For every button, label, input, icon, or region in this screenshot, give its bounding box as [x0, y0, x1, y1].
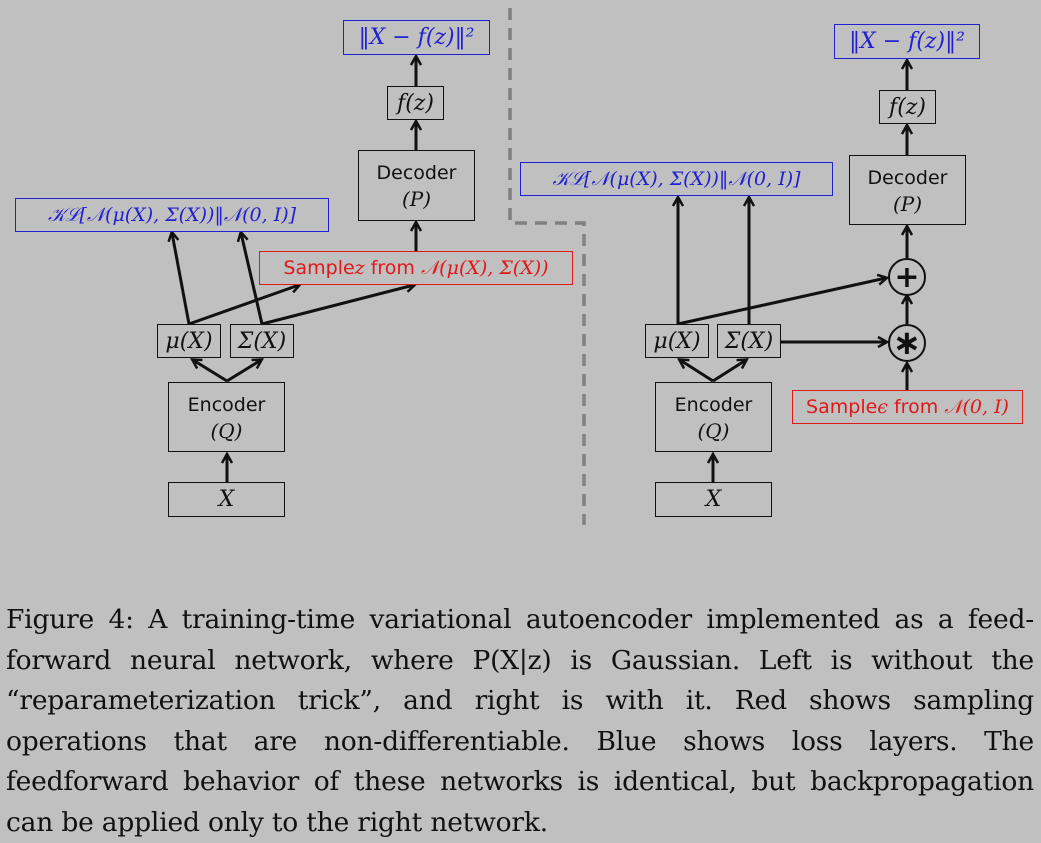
right-sigma-node: Σ(X)	[717, 324, 781, 358]
left-sample-var: z	[354, 257, 365, 279]
left-fz-node: f(z)	[387, 86, 444, 120]
right-sample-dist: 𝒩(0, I)	[944, 396, 1009, 418]
left-arrow-mu-kl	[172, 233, 191, 325]
left-decoder-param: (P)	[401, 187, 432, 211]
left-arrow-sigma-sample	[261, 285, 414, 326]
right-mu-node: μ(X)	[645, 324, 709, 358]
right-sample-var: ϵ	[877, 396, 888, 418]
left-encoder-box: Encoder (Q)	[168, 382, 285, 452]
right-decoder-title: Decoder	[867, 166, 948, 189]
left-arrow-sigma-kl	[241, 233, 264, 325]
left-sigma-node: Σ(X)	[230, 324, 294, 358]
right-decoder-param: (P)	[892, 191, 923, 216]
vae-diagram: ‖X − f(z)‖² f(z) Decoder (P) 𝒦ℒ[𝒩(μ(X), …	[0, 8, 1041, 525]
right-reconstruction-loss: ‖X − f(z)‖²	[834, 24, 980, 59]
left-sample-dist: 𝒩(μ(X), Σ(X))	[420, 257, 549, 279]
left-sample-prefix: Sample	[283, 256, 355, 279]
right-input-x: X	[655, 482, 772, 517]
right-arrow-mu-plus	[677, 278, 886, 326]
diagram-connectors	[0, 8, 1041, 525]
right-encoder-param: (Q)	[697, 418, 730, 443]
left-decoder-title: Decoder	[376, 162, 457, 184]
right-decoder-box: Decoder (P)	[849, 155, 966, 225]
left-arrow-encoder-sigma	[226, 360, 261, 383]
figure-caption: Figure 4: A training-time variational au…	[6, 604, 1034, 838]
right-fz-node: f(z)	[879, 90, 936, 124]
right-encoder-box: Encoder (Q)	[655, 382, 772, 452]
multiply-operator: ∗	[888, 323, 926, 363]
left-sample-mid: from	[364, 256, 421, 279]
left-mu-node: μ(X)	[157, 324, 221, 358]
plus-operator: +	[888, 258, 926, 296]
right-sample-epsilon: Sample ϵ from 𝒩(0, I)	[792, 390, 1023, 424]
left-arrow-mu-sample	[188, 285, 299, 326]
left-arrow-encoder-mu	[193, 360, 228, 383]
right-arrow-encoder-mu	[680, 360, 714, 383]
right-sample-mid: from	[887, 395, 945, 418]
left-sample-z: Sample z from 𝒩(μ(X), Σ(X))	[259, 251, 573, 285]
panel-divider	[508, 8, 586, 525]
left-decoder-box: Decoder (P)	[358, 150, 475, 221]
left-input-x: X	[168, 482, 285, 517]
left-kl-loss: 𝒦ℒ[𝒩(μ(X), Σ(X))‖𝒩(0, I)]	[15, 198, 329, 232]
left-encoder-param: (Q)	[210, 418, 243, 443]
right-kl-loss: 𝒦ℒ[𝒩(μ(X), Σ(X))‖𝒩(0, I)]	[520, 162, 833, 196]
right-arrow-encoder-sigma	[712, 360, 746, 383]
right-encoder-title: Encoder	[674, 393, 753, 416]
left-encoder-title: Encoder	[187, 393, 266, 416]
left-reconstruction-loss: ‖X − f(z)‖²	[343, 20, 490, 55]
right-sample-prefix: Sample	[806, 395, 878, 418]
